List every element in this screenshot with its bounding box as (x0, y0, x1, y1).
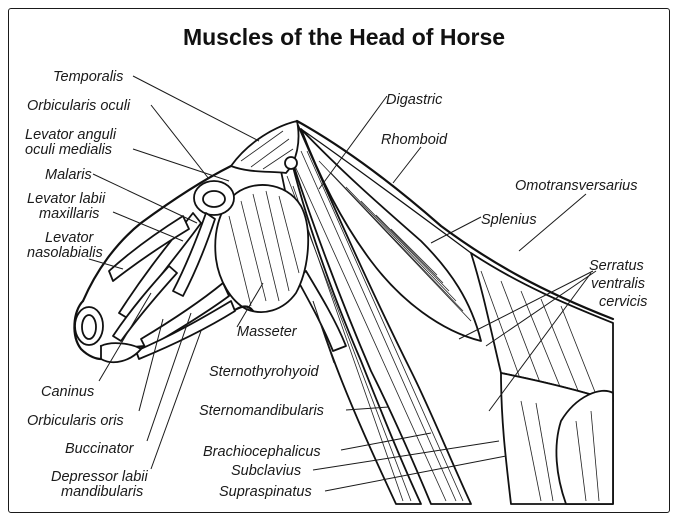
label-orbicularis-oris: Orbicularis oris (27, 413, 124, 429)
levator-nasolabialis-muscle (108, 215, 190, 282)
label-levator-labii-line1: Levator labii (27, 191, 106, 207)
label-temporalis: Temporalis (53, 69, 123, 85)
label-sternothyrohyoid: Sternothyrohyoid (209, 364, 320, 380)
label-levator-anguli-line1: Levator anguli (25, 127, 117, 143)
eye (202, 190, 226, 208)
label-serratus-line1: Serratus (589, 258, 644, 274)
brachiocephalicus-fibers (294, 150, 464, 502)
label-sternomandibularis: Sternomandibularis (199, 403, 324, 419)
horse-illustration (73, 119, 615, 505)
masseter-fibers (228, 190, 300, 307)
label-supraspinatus: Supraspinatus (219, 484, 312, 500)
face-upper-outline (81, 164, 233, 303)
orbicularis-oris-muscle (100, 342, 142, 363)
label-buccinator: Buccinator (65, 441, 135, 457)
shoulder-joint (555, 389, 614, 505)
neck-crest-outline (295, 119, 615, 321)
label-serratus-line3: cervicis (599, 294, 647, 310)
poll-node (284, 156, 298, 170)
diagram-frame: Muscles of the Head of Horse (8, 8, 670, 513)
shoulder-fibers (520, 400, 600, 502)
label-digastric: Digastric (386, 92, 443, 108)
label-omotransversarius: Omotransversarius (515, 178, 637, 194)
splenius-fibers (318, 160, 472, 322)
label-subclavius: Subclavius (231, 463, 301, 479)
label-rhomboid: Rhomboid (381, 132, 448, 148)
label-levator-nasolabialis-line2: nasolabialis (27, 245, 103, 261)
label-caninus: Caninus (41, 384, 94, 400)
label-brachiocephalicus: Brachiocephalicus (203, 444, 321, 460)
brachiocephalicus-muscle (288, 122, 472, 505)
label-levator-labii-line2: maxillaris (39, 206, 99, 222)
temporalis-muscle (230, 120, 300, 174)
label-levator-nasolabialis-line1: Levator (45, 230, 95, 246)
nostril-inner (81, 314, 97, 340)
splenius-muscle (300, 128, 482, 342)
label-malaris: Malaris (45, 167, 92, 183)
label-splenius: Splenius (481, 212, 537, 228)
horse-head-muscle-diagram: Muscles of the Head of Horse (25, 24, 647, 505)
label-masseter: Masseter (237, 324, 298, 340)
label-orbicularis-oculi: Orbicularis oculi (27, 98, 131, 114)
labels-right: Digastric Rhomboid Omotransversarius Spl… (199, 92, 647, 500)
leader-lines (88, 75, 597, 492)
temporalis-fibers (240, 130, 294, 170)
masseter-muscle (214, 184, 310, 313)
malaris-muscle (172, 212, 216, 297)
label-serratus-line2: ventralis (591, 276, 645, 292)
labels-left: Temporalis Orbicularis oculi Levator ang… (25, 69, 148, 500)
sternothyrohyoid-muscle (296, 270, 347, 352)
muzzle-outline (73, 299, 103, 361)
label-depressor-labii-line1: Depressor labii (51, 469, 148, 485)
label-depressor-labii-line2: mandibularis (61, 484, 143, 500)
label-levator-anguli-line2: oculi medialis (25, 142, 112, 158)
diagram-title: Muscles of the Head of Horse (183, 24, 505, 50)
